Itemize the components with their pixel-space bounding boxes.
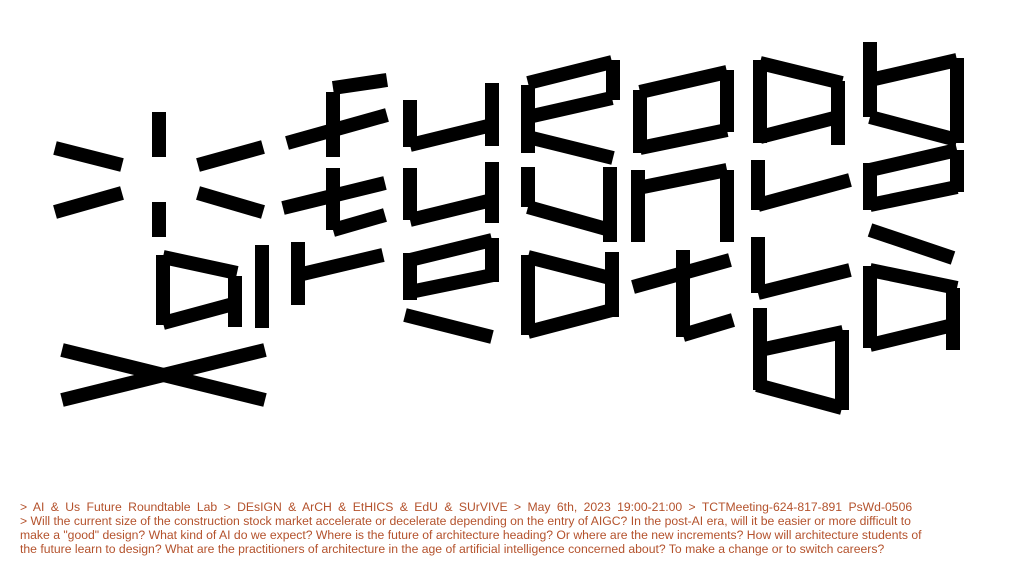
glyph-t	[281, 168, 387, 237]
event-caption: > AI & Us Future Roundtable Lab > DEsIGN…	[20, 500, 1010, 556]
glyph-r	[291, 242, 385, 305]
glyph-L	[751, 237, 852, 300]
glyph-b	[753, 308, 849, 415]
glyph-less-than	[196, 140, 265, 219]
glyph-o	[633, 65, 734, 155]
glyph-y	[403, 162, 499, 227]
glyph-u	[403, 83, 499, 152]
glyph-f	[285, 73, 389, 157]
glyph-L	[751, 160, 852, 212]
glyph-R	[521, 55, 620, 165]
glyph-t	[631, 250, 736, 342]
question-line: > Will the current size of the construct…	[20, 514, 911, 528]
glyph-a	[753, 56, 845, 145]
glyph-e	[403, 233, 499, 344]
glyph-d	[521, 250, 619, 339]
glyph-x	[60, 343, 267, 407]
glyph-y	[521, 167, 617, 242]
glyph-e	[863, 143, 964, 265]
glyph-greater-than	[53, 141, 124, 219]
glyph-h	[631, 163, 734, 242]
glyph-a	[863, 263, 960, 352]
question-line: the future learn to design? What are the…	[20, 542, 885, 556]
question-line: make a "good" design? What kind of AI do…	[20, 528, 922, 542]
typographic-artwork	[53, 42, 964, 415]
glyph-b	[863, 42, 964, 147]
glyph-a	[156, 250, 242, 330]
event-info-line: > AI & Us Future Roundtable Lab > DEsIGN…	[20, 500, 913, 514]
